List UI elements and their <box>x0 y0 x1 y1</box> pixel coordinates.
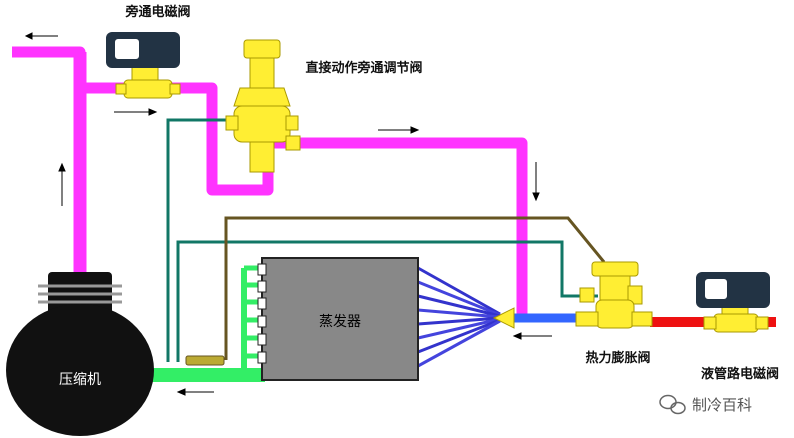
distributor-cone <box>492 307 515 329</box>
sensing-bulb-capillary <box>185 216 606 366</box>
thermostatic-expansion-valve: 热力膨胀阀 <box>575 261 653 366</box>
arrow-right-icon <box>114 108 158 116</box>
suction-line <box>150 265 265 382</box>
arrow-right-icon <box>378 126 420 134</box>
direct-bypass-regulating-valve: 直接动作旁通调节阀 <box>225 39 423 173</box>
hot-gas-bypass-line <box>12 46 528 318</box>
bypass-solenoid-label: 旁通电磁阀 <box>124 4 190 20</box>
evaporator: 蒸发器 <box>257 257 419 381</box>
bypass-solenoid-valve: 旁通电磁阀 <box>106 4 191 99</box>
external-equalizer-line <box>166 118 598 362</box>
distributor-tubes <box>417 266 501 368</box>
txv-label: 热力膨胀阀 <box>585 350 650 366</box>
arrow-up-icon <box>58 162 66 206</box>
compressor: 压缩机 <box>6 272 154 436</box>
wechat-icon <box>659 394 686 415</box>
watermark: 制冷百科 <box>659 394 752 415</box>
arrow-left-icon <box>24 32 58 40</box>
watermark-text: 制冷百科 <box>692 396 752 414</box>
evaporator-label: 蒸发器 <box>319 314 361 330</box>
arrow-left-icon <box>512 332 552 340</box>
arrow-down-icon <box>532 162 540 202</box>
sensing-bulb <box>185 355 225 366</box>
liquid-line-solenoid-valve: 液管路电磁阀 <box>696 272 779 382</box>
arrow-left-icon <box>176 388 214 396</box>
direct-bypass-valve-label: 直接动作旁通调节阀 <box>305 60 422 76</box>
compressor-label: 压缩机 <box>59 372 101 388</box>
flow-arrows <box>24 32 552 396</box>
liquid-solenoid-label: 液管路电磁阀 <box>701 366 779 382</box>
